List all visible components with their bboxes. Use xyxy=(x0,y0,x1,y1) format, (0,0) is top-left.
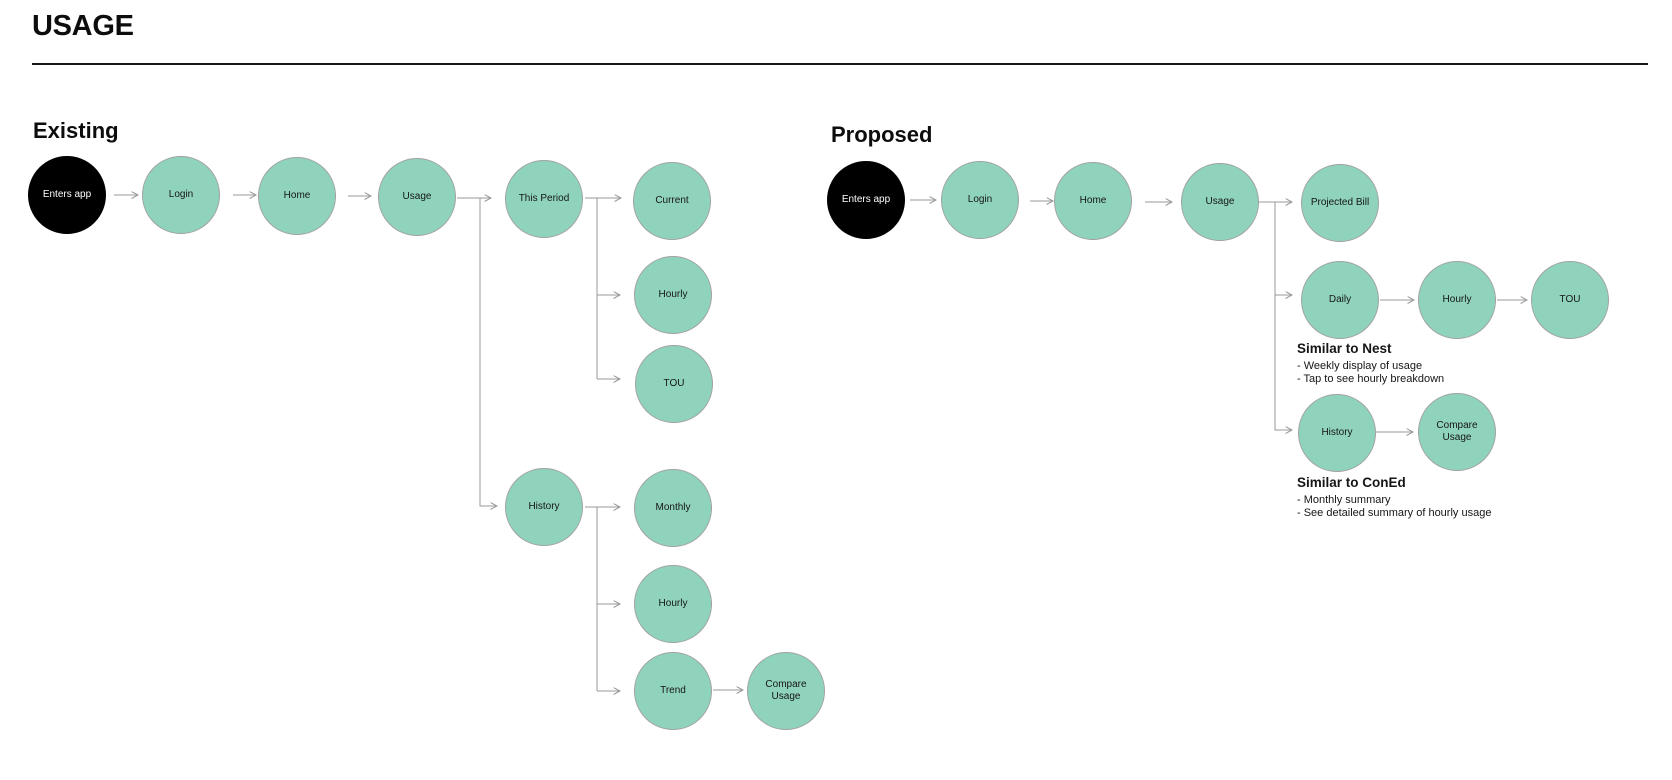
flow-node-label: This Period xyxy=(518,192,570,204)
flow-node-label: Hourly xyxy=(658,288,688,300)
annotation-bullet: - Monthly summary xyxy=(1297,494,1391,506)
flow-node-existing-hourly-period[interactable]: Hourly xyxy=(634,256,712,334)
flow-node-proposed-projected-bill[interactable]: Projected Bill xyxy=(1301,164,1379,242)
flow-node-label: Daily xyxy=(1328,293,1352,305)
flow-node-label: Compare Usage xyxy=(1436,419,1478,444)
flow-node-proposed-enters-app[interactable]: Enters app xyxy=(827,161,905,239)
flow-node-proposed-home[interactable]: Home xyxy=(1054,162,1132,240)
annotation-bullet: - Tap to see hourly breakdown xyxy=(1297,373,1445,385)
flow-node-existing-usage[interactable]: Usage xyxy=(378,158,456,236)
flow-node-label: Projected Bill xyxy=(1310,196,1370,208)
flow-node-proposed-usage[interactable]: Usage xyxy=(1181,163,1259,241)
flow-node-proposed-daily[interactable]: Daily xyxy=(1301,261,1379,339)
connector-existing-usage-to-existing-history xyxy=(479,198,497,506)
flow-node-proposed-history[interactable]: History xyxy=(1298,394,1376,472)
annotation-similar-to-coned: Similar to ConEd - Monthly summary - See… xyxy=(1297,475,1491,520)
flow-node-label: Hourly xyxy=(1442,293,1472,305)
flow-node-proposed-login[interactable]: Login xyxy=(941,161,1019,239)
flow-node-label: Usage xyxy=(402,190,432,202)
flow-node-existing-history[interactable]: History xyxy=(505,468,583,546)
flow-node-label: Home xyxy=(1079,194,1107,206)
flow-node-existing-hourly-history[interactable]: Hourly xyxy=(634,565,712,643)
annotation-bullet: - See detailed summary of hourly usage xyxy=(1297,507,1492,519)
annotation-bullet: - Weekly display of usage xyxy=(1297,360,1423,372)
title-divider xyxy=(32,63,1648,65)
flow-node-label: Enters app xyxy=(42,188,92,200)
flow-node-existing-compare-usage[interactable]: Compare Usage xyxy=(747,652,825,730)
flow-node-existing-this-period[interactable]: This Period xyxy=(505,160,583,238)
flow-node-existing-trend[interactable]: Trend xyxy=(634,652,712,730)
flow-node-label: Hourly xyxy=(658,597,688,609)
flow-node-label: TOU xyxy=(663,377,685,389)
flow-node-proposed-hourly[interactable]: Hourly xyxy=(1418,261,1496,339)
flow-node-proposed-compare-usage[interactable]: Compare Usage xyxy=(1418,393,1496,471)
flow-node-existing-monthly[interactable]: Monthly xyxy=(634,469,712,547)
flow-node-existing-enters-app[interactable]: Enters app xyxy=(28,156,106,234)
flow-node-label: TOU xyxy=(1559,293,1581,305)
connector-proposed-usage-to-proposed-history xyxy=(1274,202,1292,430)
flow-node-proposed-tou[interactable]: TOU xyxy=(1531,261,1609,339)
section-heading-existing: Existing xyxy=(33,118,119,143)
flow-node-existing-home[interactable]: Home xyxy=(258,157,336,235)
flow-node-existing-current[interactable]: Current xyxy=(633,162,711,240)
page-title: USAGE xyxy=(32,10,134,42)
flow-node-existing-tou[interactable]: TOU xyxy=(635,345,713,423)
flow-node-label: History xyxy=(1321,426,1353,438)
flow-node-label: Usage xyxy=(1205,195,1235,207)
flow-node-label: Monthly xyxy=(655,501,691,513)
flow-node-label: Login xyxy=(168,188,194,200)
flow-node-label: Enters app xyxy=(841,193,891,205)
flow-node-existing-login[interactable]: Login xyxy=(142,156,220,234)
flow-node-label: Login xyxy=(967,193,993,205)
section-heading-proposed: Proposed xyxy=(831,122,933,147)
annotation-title: Similar to ConEd xyxy=(1297,475,1406,490)
annotation-title: Similar to Nest xyxy=(1297,341,1392,356)
annotation-similar-to-nest: Similar to Nest - Weekly display of usag… xyxy=(1297,341,1444,386)
flow-node-label: Current xyxy=(655,194,689,206)
flow-node-label: Home xyxy=(283,189,311,201)
flow-node-label: Trend xyxy=(660,684,686,696)
flow-node-label: History xyxy=(528,500,560,512)
flow-node-label: Compare Usage xyxy=(765,678,807,703)
